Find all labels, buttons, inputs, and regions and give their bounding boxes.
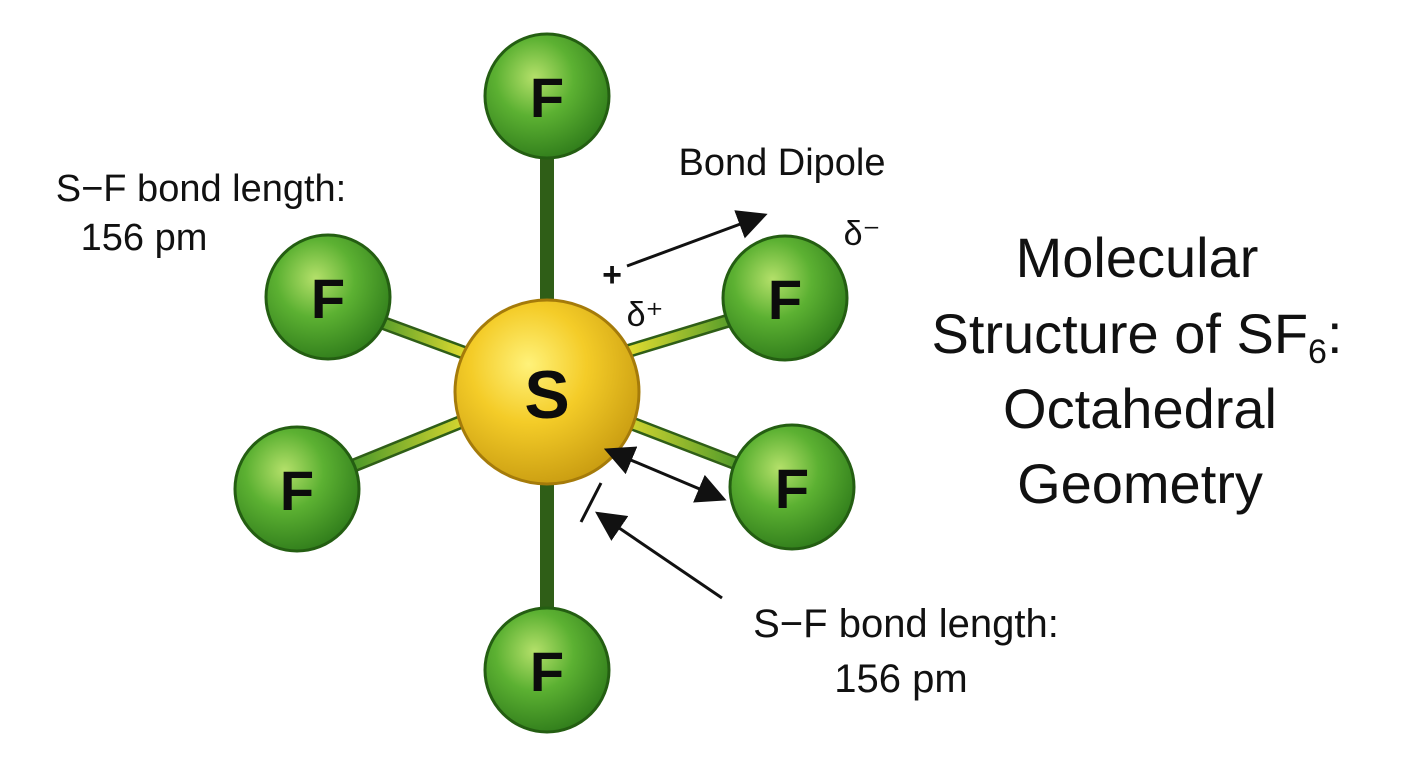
bond-length-pointer-arrow <box>595 511 723 600</box>
bond-length-note-value: 156 pm <box>81 217 208 259</box>
partial-negative-label: δ⁻ <box>844 215 881 253</box>
bond-length-note-left: S−F bond length: 156 pm <box>56 168 347 259</box>
fluorine-atom-upper-left: F <box>264 233 392 361</box>
bond-length-marker <box>579 446 727 600</box>
fluorine-atom-bottom: F <box>483 606 611 734</box>
partial-positive-label: δ⁺ <box>627 296 664 334</box>
title-colon: : <box>1327 302 1343 365</box>
fluorine-label: F <box>311 267 345 330</box>
dipole-arrow <box>626 210 768 268</box>
fluorine-label: F <box>768 268 802 331</box>
title-line-1: Molecular <box>1016 226 1259 289</box>
sulfur-atom: S <box>453 298 641 486</box>
bond-lower-left-core <box>350 410 483 470</box>
bond-length-tick <box>579 482 603 523</box>
bond-dipole-label: Bond Dipole <box>678 142 885 184</box>
title-line-3: Octahedral <box>1003 377 1277 440</box>
fluorine-label: F <box>530 66 564 129</box>
title-line-4: Geometry <box>1017 452 1263 515</box>
bond-length-note-value: 156 pm <box>834 657 967 701</box>
dipole-tail-mark: + <box>602 256 622 294</box>
fluorine-atom-upper-right: F <box>721 234 849 362</box>
title-subscript: 6 <box>1308 333 1327 371</box>
fluorine-atoms: F F F F F F <box>233 32 856 734</box>
diagram-title: Molecular Structure of SF6: Octahedral G… <box>931 226 1342 515</box>
bond-length-double-arrow <box>603 446 727 503</box>
fluorine-label: F <box>530 640 564 703</box>
sulfur-label: S <box>524 357 569 433</box>
fluorine-atom-lower-left: F <box>233 425 361 553</box>
bond-length-note-text: S−F bond length: <box>56 168 347 210</box>
fluorine-atom-top: F <box>483 32 611 160</box>
fluorine-label: F <box>775 457 809 520</box>
bond-upper-right-core <box>620 313 742 357</box>
fluorine-atom-lower-right: F <box>728 423 856 551</box>
bond-length-note-text: S−F bond length: <box>753 602 1059 646</box>
bond-length-note-right: S−F bond length: 156 pm <box>753 602 1059 701</box>
title-line-2-text: Structure of SF <box>931 302 1308 365</box>
bond-dipole-annotation: Bond Dipole + δ⁺ δ⁻ <box>602 142 885 334</box>
title-line-2: Structure of SF6: <box>931 302 1342 371</box>
fluorine-label: F <box>280 459 314 522</box>
bond-upper-left-core <box>370 315 475 360</box>
